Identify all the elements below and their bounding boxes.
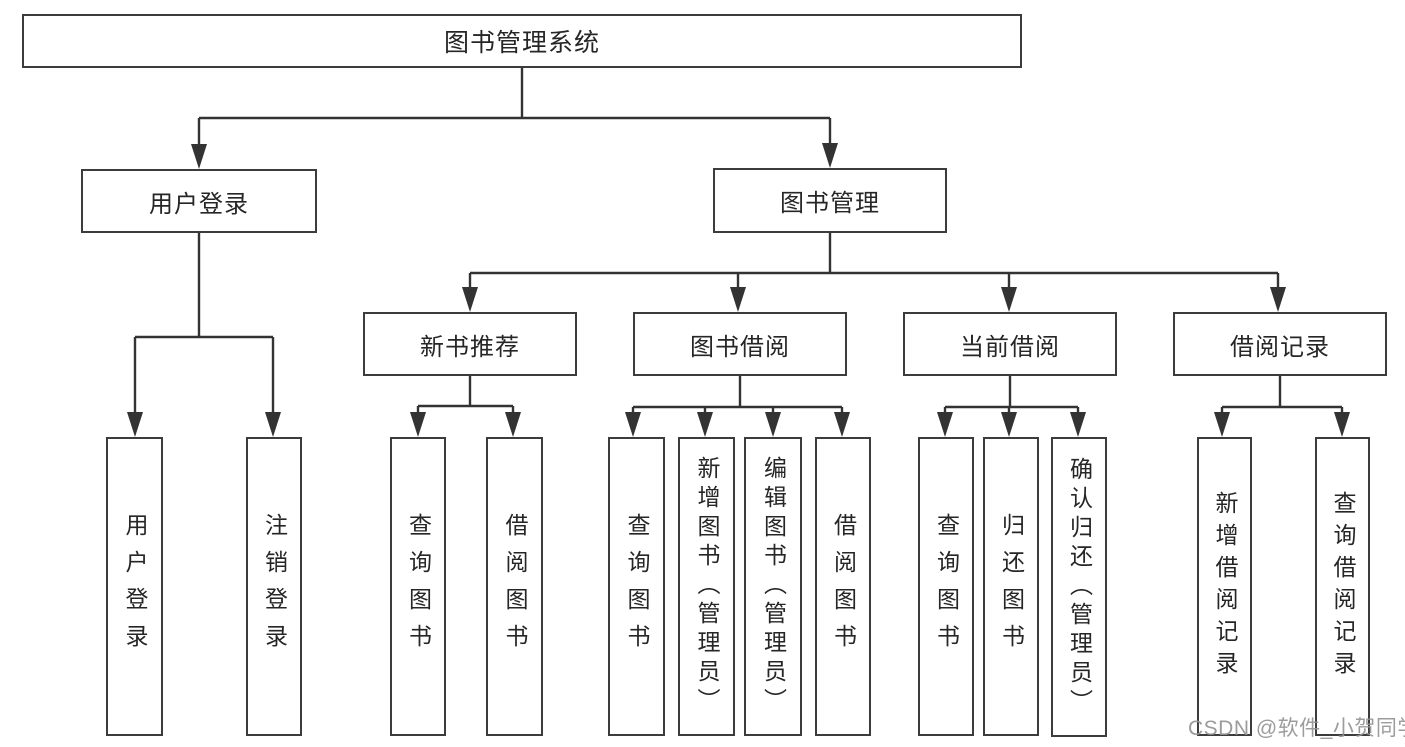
node-current-borrow: 当前借阅: [903, 312, 1117, 376]
leaf-label: 编辑图书（管理员）: [760, 456, 787, 717]
leaf-user-login: 用户登录: [106, 437, 163, 736]
leaf-label: 查询借阅记录: [1330, 490, 1356, 683]
arrowhead-c3: [765, 412, 781, 437]
leaf-borrow-borrow-book: 借阅图书: [815, 437, 871, 736]
node-library-management-system: 图书管理系统: [22, 14, 1022, 68]
arrowhead-e2: [1334, 412, 1350, 437]
leaf-label: 借阅图书: [502, 512, 528, 661]
leaf-recommend-query-book: 查询图书: [390, 437, 446, 736]
leaf-label: 新增图书（管理员）: [694, 456, 720, 717]
node-label: 图书管理: [780, 190, 880, 217]
arrowhead-c2: [697, 412, 713, 437]
leaf-recommend-borrow-book: 借阅图书: [486, 437, 543, 736]
leaf-label: 确认归还（管理员）: [1066, 456, 1093, 718]
arrowhead-a2: [265, 412, 281, 437]
arrowhead-b1: [410, 412, 426, 437]
arrowheads: [127, 143, 1350, 437]
arrowhead-d3: [1070, 412, 1086, 437]
node-book-management: 图书管理: [713, 168, 947, 233]
leaf-label: 用户登录: [122, 512, 148, 661]
leaf-logout-login: 注销登录: [246, 437, 302, 736]
arrowhead-e1: [1214, 412, 1230, 437]
arrowhead-new-book-recommend: [462, 287, 478, 312]
node-borrow-records: 借阅记录: [1173, 312, 1387, 376]
leaf-records-add-record: 新增借阅记录: [1197, 437, 1252, 736]
node-book-borrow: 图书借阅: [633, 312, 847, 376]
leaf-label: 新增借阅记录: [1212, 490, 1238, 683]
leaf-label: 注销登录: [261, 512, 288, 661]
node-user-login: 用户登录: [81, 169, 317, 233]
node-label: 当前借阅: [960, 333, 1060, 361]
arrowhead-a1: [127, 412, 143, 437]
arrowhead-d2: [1001, 412, 1017, 437]
node-new-book-recommend: 新书推荐: [363, 312, 577, 376]
node-label: 用户登录: [149, 190, 249, 218]
leaf-current-query-book: 查询图书: [918, 437, 974, 736]
arrowhead-book-management: [822, 143, 838, 168]
leaf-borrow-edit-book-admin: 编辑图书（管理员）: [744, 437, 802, 736]
arrowhead-d1: [937, 412, 953, 437]
arrowhead-borrow-records: [1270, 287, 1286, 312]
arrowhead-b2: [505, 412, 521, 437]
leaf-borrow-query-book: 查询图书: [608, 437, 665, 736]
leaf-current-return-book: 归还图书: [983, 437, 1039, 736]
node-label: 借阅记录: [1230, 333, 1330, 361]
leaf-borrow-add-book-admin: 新增图书（管理员）: [678, 437, 735, 736]
leaf-label: 查询图书: [624, 512, 650, 661]
node-label: 新书推荐: [420, 333, 520, 361]
leaf-current-confirm-return-admin: 确认归还（管理员）: [1051, 437, 1107, 737]
leaf-records-query-record: 查询借阅记录: [1315, 437, 1370, 736]
node-label: 图书管理系统: [443, 29, 600, 57]
leaf-label: 查询图书: [405, 512, 432, 661]
leaf-label: 借阅图书: [830, 512, 857, 661]
leaf-label: 归还图书: [998, 512, 1025, 661]
arrowhead-c1: [625, 412, 641, 437]
arrowhead-user-login: [191, 144, 207, 169]
node-label: 图书借阅: [690, 333, 790, 361]
csdn-watermark: CSDN @软件_小贺同学: [1188, 717, 1405, 740]
arrowhead-current-borrow: [1001, 287, 1017, 312]
arrowhead-book-borrow: [730, 287, 746, 312]
arrowhead-c4: [834, 412, 850, 437]
leaf-label: 查询图书: [933, 512, 960, 661]
